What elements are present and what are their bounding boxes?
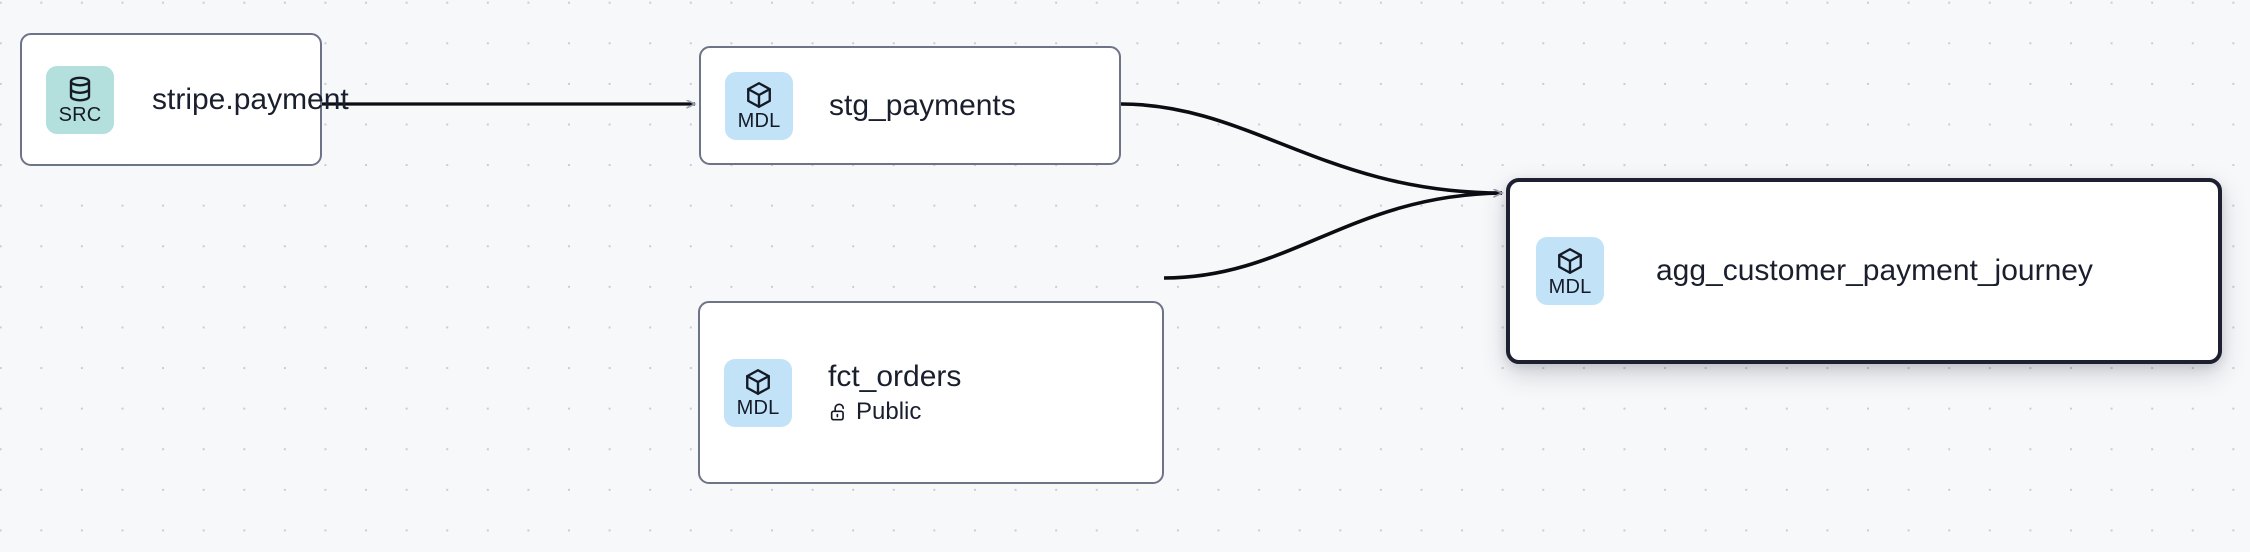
node-badge-label: SRC (58, 104, 102, 126)
node-title: fct_orders (828, 360, 962, 393)
node-badge-mdl: MDL (725, 71, 793, 140)
node-badge-mdl: MDL (724, 358, 792, 427)
lineage-node-stg-payments[interactable]: MDL stg_payments (699, 46, 1121, 165)
node-badge-mdl: MDL (1536, 237, 1604, 305)
lineage-node-stripe-payment[interactable]: SRC stripe.payment (20, 33, 349, 166)
node-visibility: Public (828, 398, 961, 426)
node-visibility-label: Public (856, 398, 922, 425)
unlock-icon (828, 402, 849, 423)
node-title: agg_customer_payment_journey (1656, 254, 2093, 287)
node-body: stg_payments (829, 88, 1016, 124)
node-body: stripe.payment (152, 82, 349, 118)
cube-icon (1555, 246, 1585, 276)
node-title: stg_payments (829, 88, 1016, 122)
node-badge-label: MDL (1548, 275, 1592, 298)
node-badge-src: SRC (46, 65, 114, 134)
lineage-node-fct-orders[interactable]: MDL fct_orders Public (698, 301, 1164, 484)
node-body: agg_customer_payment_journey (1656, 253, 2093, 289)
node-title: stripe.payment (152, 82, 349, 116)
database-icon (65, 74, 95, 104)
cube-icon (743, 367, 773, 397)
cube-icon (744, 80, 774, 110)
node-badge-label: MDL (737, 110, 781, 132)
edge-stg-to-agg (1120, 102, 1502, 193)
edge-fct-to-agg (1163, 193, 1502, 280)
lineage-node-agg-customer-payment-journey[interactable]: MDL agg_customer_payment_journey (1506, 178, 2222, 364)
node-badge-label: MDL (736, 397, 780, 419)
node-body: fct_orders Public (828, 359, 961, 426)
